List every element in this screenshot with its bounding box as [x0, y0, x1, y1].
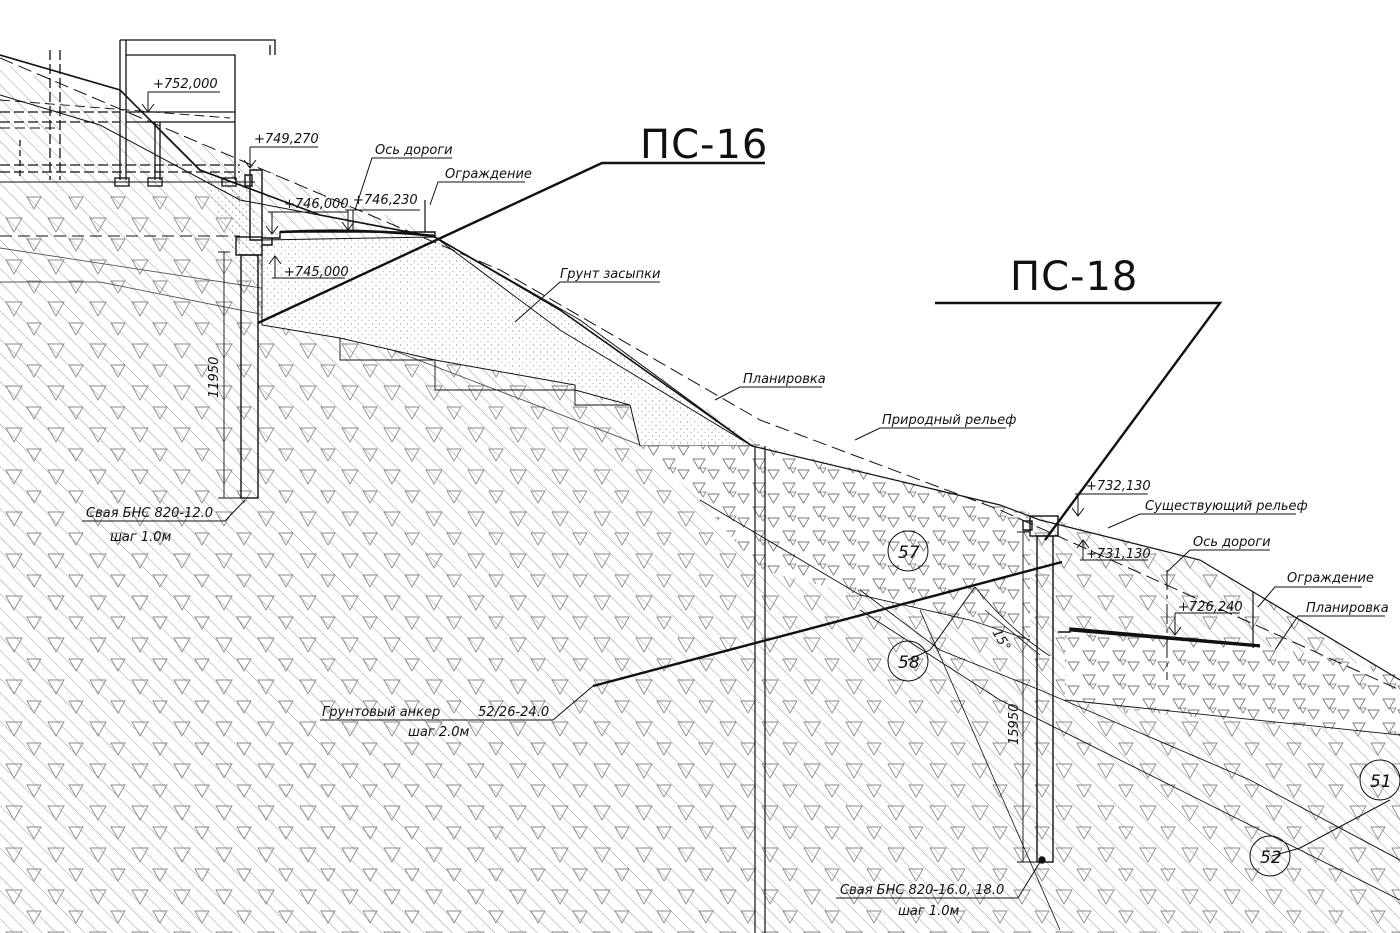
- elev-732: +732,130: [1086, 479, 1151, 494]
- layer-58-label: 58: [898, 653, 920, 673]
- wall-ps18: [1017, 515, 1261, 864]
- elev-731: +731,130: [1086, 547, 1151, 562]
- layer-57-marker: [887, 530, 929, 572]
- wall-leaders: [257, 161, 1223, 541]
- callout-leaders: [82, 157, 1391, 899]
- layer-texts: 57 58 51 52: [898, 543, 1392, 868]
- layer-circles: [887, 530, 1400, 877]
- label-backfill: Грунт засыпки: [560, 267, 660, 282]
- pile1-step: шаг 1.0м: [110, 530, 171, 545]
- pile2-step: шаг 1.0м: [898, 904, 959, 919]
- wall-ps16: [218, 169, 436, 499]
- label-road-axis-1: Ось дороги: [375, 143, 453, 158]
- elev-749: +749,270: [254, 132, 319, 147]
- elev-726: +726,240: [1178, 600, 1243, 615]
- label-natural-relief: Природный рельеф: [882, 413, 1016, 428]
- label-road-axis-2: Ось дороги: [1193, 535, 1271, 550]
- layer-51-label: 51: [1370, 772, 1392, 792]
- dim-11950: 11950: [207, 357, 222, 398]
- layer-52-marker: [1249, 835, 1291, 877]
- elev-752: +752,000: [153, 77, 218, 92]
- label-grading-1: Планировка: [743, 372, 826, 387]
- layer-57-zone: [640, 446, 1400, 735]
- callout-texts: Ось дороги Ограждение Грунт засыпки План…: [375, 143, 1389, 616]
- label-grading-2: Планировка: [1306, 601, 1389, 616]
- layer-52-label: 52: [1260, 848, 1282, 868]
- ground-anchor: [592, 560, 1063, 688]
- label-existing-relief: Существующий рельеф: [1145, 499, 1308, 514]
- layer-57-label: 57: [898, 543, 920, 563]
- label-fence-1: Ограждение: [445, 167, 532, 182]
- elev-746-a: +746,000: [284, 197, 349, 212]
- wall-titles: ПС-16 ПС-18: [640, 122, 1138, 300]
- pile-texts: Свая БНС 820-12.0 шаг 1.0м Свая БНС 820-…: [86, 506, 1004, 919]
- building-structure: [0, 39, 276, 187]
- pile2-spec: Свая БНС 820-16.0, 18.0: [840, 883, 1004, 898]
- elevation-texts: +752,000 +749,270 +746,000 +746,230 +745…: [153, 77, 1243, 615]
- wall-label-ps18: ПС-18: [1010, 254, 1138, 300]
- dim-15950: 15950: [1007, 704, 1022, 745]
- layer-51-marker: [1359, 759, 1400, 801]
- layer-58-marker: [887, 640, 929, 682]
- elev-746-b: +746,230: [353, 193, 418, 208]
- wall-label-ps16: ПС-16: [640, 122, 768, 168]
- elevation-marks: [141, 91, 1240, 636]
- backfill-zone: [200, 170, 754, 447]
- elev-745: +745,000: [284, 265, 349, 280]
- pile1-spec: Свая БНС 820-12.0: [86, 506, 213, 521]
- anchor-step: шаг 2.0м: [408, 725, 469, 740]
- anchor-name: Грунтовый анкер: [322, 705, 440, 720]
- anchor-texts: Грунтовый анкер 52/26-24.0 шаг 2.0м: [322, 705, 549, 740]
- anchor-spec: 52/26-24.0: [478, 705, 549, 720]
- label-fence-2: Ограждение: [1287, 571, 1374, 586]
- section-line: [754, 446, 766, 933]
- relief-lines: [0, 54, 1400, 931]
